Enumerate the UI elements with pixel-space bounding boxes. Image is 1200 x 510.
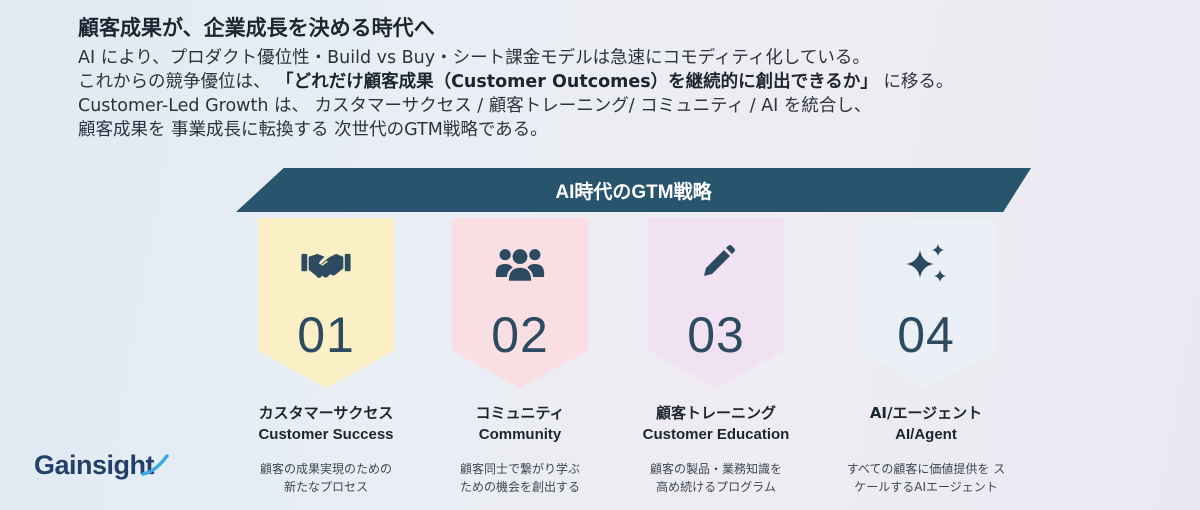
intro-line-1: AI により、プロダクト優位性・Build vs Buy・シート課金モデルは急速… [78, 48, 870, 68]
pillar-number: 01 [297, 307, 355, 363]
pillar-number: 02 [491, 307, 549, 363]
pillar-community: 02 [452, 218, 588, 388]
caption-description: すべての顧客に価値提供を ス ケールするAIエージェント [816, 460, 1036, 496]
intro-line-2-emphasis: 「どれだけ顧客成果（Customer Outcomes）を継続的に創出できるか」 [276, 72, 878, 92]
caption-desc-line-2: 高め続けるプログラム [656, 480, 776, 494]
pillar-number: 03 [687, 307, 745, 363]
caption-desc-line-2: 新たなプロセス [283, 480, 368, 494]
strategy-banner: AI時代のGTM戦略 [236, 168, 1031, 212]
pillar-customer-education: 03 [648, 218, 784, 388]
caption-description: 顧客の製品・業務知識を 高め続けるプログラム [606, 460, 826, 496]
caption-title-jp: コミュニティ [475, 404, 565, 422]
intro-line-3: Customer-Led Growth は、 カスタマーサクセス / 顧客トレー… [78, 96, 872, 116]
pillar-customer-success: 01 [258, 218, 394, 388]
handshake-icon [300, 242, 352, 286]
caption-title-jp: カスタマーサクセス [258, 404, 394, 422]
caption-title-en: Customer Success [258, 426, 394, 443]
intro-line-2-pre: これからの競争優位は、 [78, 72, 271, 92]
sparkles-icon [900, 242, 952, 286]
logo-swoosh-icon [141, 454, 169, 476]
pillar-ai-agent: 04 [858, 218, 994, 388]
caption-desc-line-1: すべての顧客に価値提供を ス [846, 462, 1006, 476]
intro-line-4: 顧客成果を 事業成長に転換する 次世代のGTM戦略である。 [78, 120, 548, 140]
caption-desc-line-2: ケールするAIエージェント [854, 480, 998, 494]
caption-title-jp: AI/エージェント [869, 404, 983, 422]
banner-title: AI時代のGTM戦略 [555, 181, 712, 203]
caption-customer-success: カスタマーサクセス Customer Success 顧客の成果実現のための 新… [216, 402, 436, 496]
caption-desc-line-1: 顧客の製品・業務知識を [649, 462, 782, 476]
intro-text: AI により、プロダクト優位性・Build vs Buy・シート課金モデルは急速… [78, 46, 953, 142]
caption-title-en: AI/Agent [895, 426, 957, 443]
caption-community: コミュニティ Community 顧客同士で繋がり学ぶ ための機会を創出する [410, 402, 630, 496]
caption-desc-line-1: 顧客の成果実現のための [259, 462, 392, 476]
caption-title-jp: 顧客トレーニング [655, 404, 776, 422]
intro-line-2: これからの競争優位は、 「どれだけ顧客成果（Customer Outcomes）… [78, 70, 953, 94]
people-group-icon [494, 242, 546, 286]
caption-desc-line-2: ための機会を創出する [459, 480, 580, 494]
pillar-number: 04 [897, 307, 955, 363]
pencil-icon [690, 242, 742, 286]
caption-customer-education: 顧客トレーニング Customer Education 顧客の製品・業務知識を … [606, 402, 826, 496]
caption-title-en: Customer Education [642, 426, 790, 443]
headline: 顧客成果が、企業成長を決める時代へ [78, 16, 435, 40]
caption-desc-line-1: 顧客同士で繋がり学ぶ [459, 462, 580, 476]
intro-line-2-post: に移る。 [883, 72, 954, 92]
caption-ai-agent: AI/エージェント AI/Agent すべての顧客に価値提供を ス ケールするA… [816, 402, 1036, 496]
caption-title-en: Community [478, 426, 562, 443]
caption-description: 顧客の成果実現のための 新たなプロセス [216, 460, 436, 496]
caption-description: 顧客同士で繋がり学ぶ ための機会を創出する [410, 460, 630, 496]
gainsight-logo: Gainsight [34, 450, 155, 480]
